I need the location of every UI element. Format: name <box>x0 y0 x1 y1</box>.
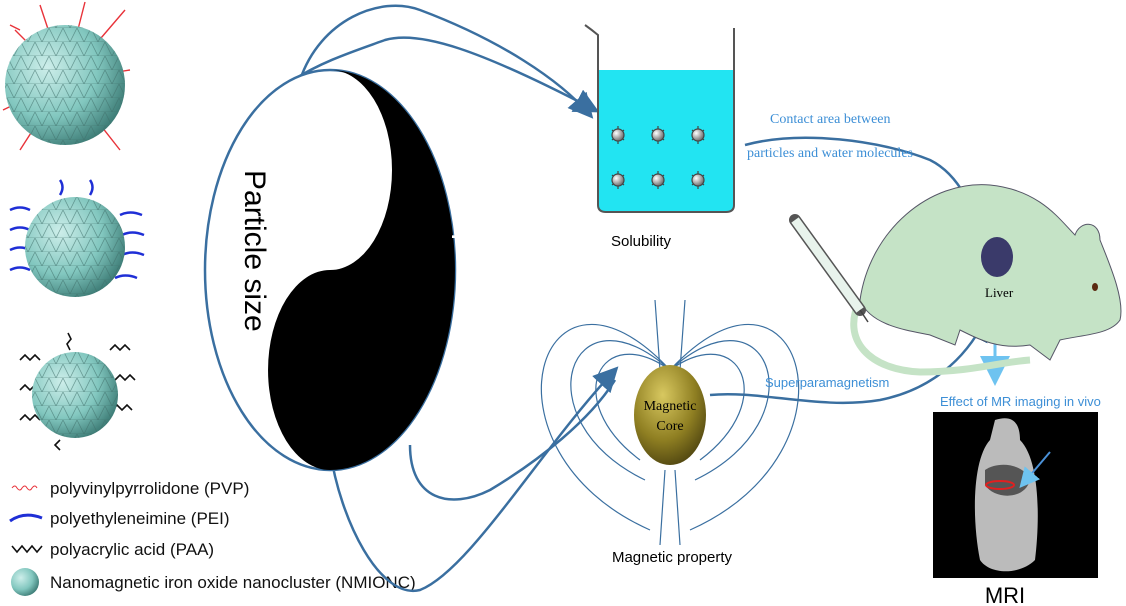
yin-yang: Particle size Composition <box>203 68 484 472</box>
solubility-label: Solubility <box>611 233 672 250</box>
legend-nmionc: Nanomagnetic iron oxide nanocluster (NMI… <box>50 573 416 592</box>
liver-icon <box>981 237 1013 277</box>
core-label-1: Magnetic <box>644 399 697 414</box>
pvp-swatch-icon <box>11 485 38 491</box>
liver-label: Liver <box>985 285 1014 300</box>
particle-size-label: Particle size <box>238 170 271 332</box>
mri-image: MRI <box>933 412 1098 606</box>
contact-area-label-2: particles and water molecules <box>747 146 913 161</box>
mouse: Liver <box>850 184 1122 376</box>
pvp-coated-particle <box>2 1 131 151</box>
mr-effect-label: Effect of MR imaging in vivo <box>940 394 1101 409</box>
magnetic-core: Magnetic Core Magnetic property <box>540 299 800 566</box>
mouse-eye <box>1092 283 1098 291</box>
nmionc-swatch-icon <box>11 568 39 596</box>
paa-swatch-icon <box>11 544 43 554</box>
legend-pvp: polyvinylpyrrolidone (PVP) <box>50 479 249 498</box>
legend-paa: polyacrylic acid (PAA) <box>50 540 214 559</box>
pei-swatch-icon <box>9 513 43 523</box>
beaker: Solubility <box>584 24 735 250</box>
core-label-2: Core <box>656 419 683 434</box>
magnetic-property-label: Magnetic property <box>612 549 733 566</box>
pei-coated-particle <box>9 179 145 297</box>
legend-pei: polyethyleneimine (PEI) <box>50 509 230 528</box>
syringe-icon <box>789 214 869 323</box>
paa-coated-particle <box>19 332 136 451</box>
composition-label: Composition <box>451 170 484 337</box>
superparamagnetism-label: Superparamagnetism <box>765 375 889 390</box>
contact-area-label-1: Contact area between <box>770 112 891 127</box>
mri-label: MRI <box>985 583 1025 606</box>
solvated-particles <box>611 125 705 190</box>
legend: polyvinylpyrrolidone (PVP) polyethylenei… <box>9 479 416 596</box>
